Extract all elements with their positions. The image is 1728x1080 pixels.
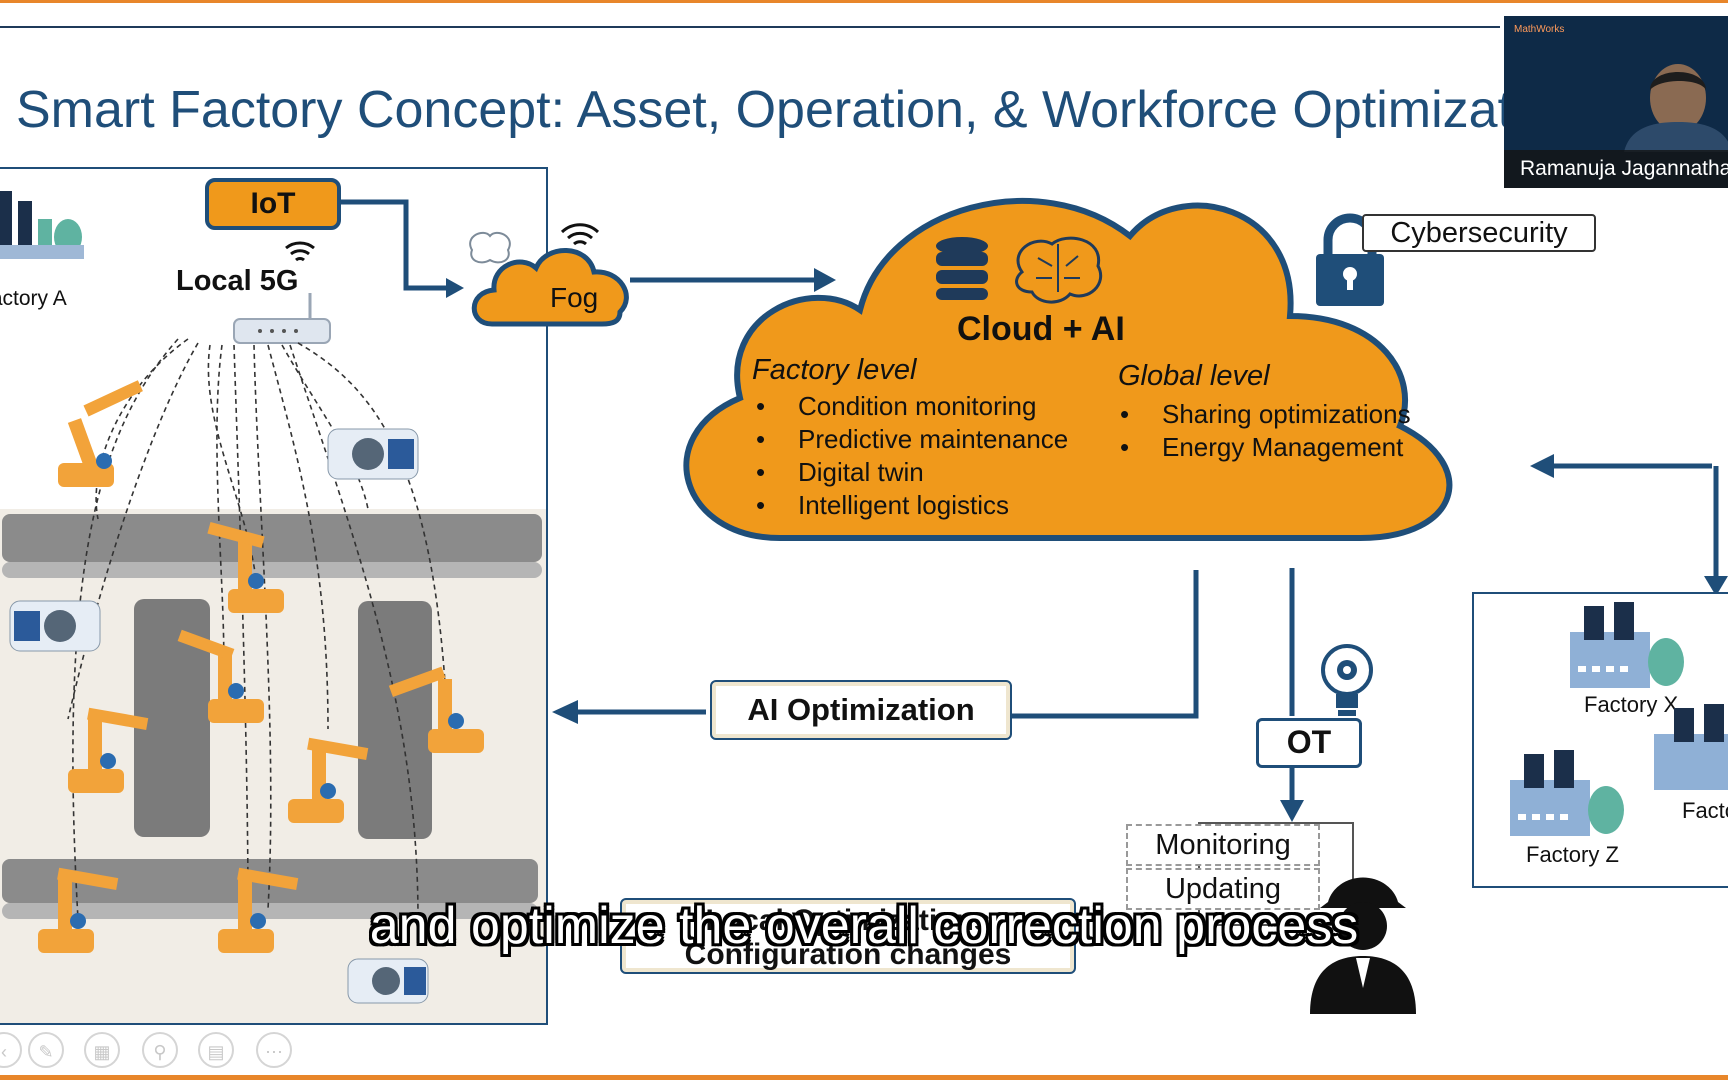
conveyor-right-vertical	[358, 601, 432, 839]
lightbulb-icon	[1321, 644, 1373, 716]
factory-a-label: Factory A	[0, 287, 67, 310]
local-optimizations-box: Local Optimizations Configuration change…	[620, 898, 1076, 974]
fog-label: Fog	[550, 282, 599, 313]
factory-y-label: Factory Y	[1682, 798, 1728, 823]
slide-title: Smart Factory Concept: Asset, Operation,…	[16, 81, 1582, 139]
factory-z-label: Factory Z	[1526, 842, 1619, 867]
participant-name: Ramanuja Jagannathan	[1504, 150, 1728, 188]
list-item: Condition monitoring	[752, 390, 1068, 423]
zoom-icon[interactable]: ⚲	[142, 1032, 178, 1068]
factory-icon	[1654, 704, 1728, 790]
ai-optimization-box: AI Optimization	[710, 680, 1012, 740]
local-optimizations-label: Local Optimizations	[705, 904, 991, 937]
fog-cloud-icon	[471, 248, 629, 327]
factory-icon	[1510, 750, 1624, 836]
bottom-accent-bar	[0, 1075, 1728, 1080]
robot-arms	[9, 380, 484, 1004]
configuration-changes-label: Configuration changes	[684, 938, 1012, 971]
pen-icon[interactable]: ✎	[28, 1032, 64, 1068]
monitoring-label: Monitoring	[1126, 824, 1320, 866]
conveyor-bottom-base	[2, 903, 538, 919]
ot-box: OT	[1256, 718, 1362, 768]
factory-icon	[1570, 602, 1684, 688]
wifi-icon	[285, 241, 315, 262]
router-icon	[233, 293, 331, 344]
list-item: Predictive maintenance	[752, 423, 1068, 456]
avatar	[1624, 64, 1728, 152]
factory-icon	[0, 191, 84, 259]
factory-level-heading: Factory level	[752, 354, 917, 386]
list-item: Sharing optimizations	[1116, 398, 1411, 431]
factory-a-panel: Factory A Local 5G	[0, 167, 548, 1025]
title-divider	[0, 26, 1500, 28]
worker-icon	[1310, 877, 1416, 1014]
list-item: Digital twin	[752, 456, 1068, 489]
global-level-list: Sharing optimizations Energy Management	[1116, 398, 1411, 464]
top-accent-bar	[0, 0, 1728, 3]
caption-text: and optimize the overall correction proc…	[369, 897, 1359, 955]
brain-icon	[1015, 236, 1103, 304]
conveyor-top-base	[2, 562, 542, 578]
cybersecurity-label: Cybersecurity	[1362, 214, 1596, 252]
subtitles-icon[interactable]: ▤	[198, 1032, 234, 1068]
conveyor-top	[2, 514, 542, 562]
list-item: Intelligent logistics	[752, 489, 1068, 522]
global-factories-panel: Factory X Factory Y Factory Z	[1472, 592, 1728, 888]
iot-box: IoT	[205, 178, 341, 230]
updating-label: Updating	[1126, 868, 1320, 910]
list-item: Energy Management	[1116, 431, 1411, 464]
more-icon[interactable]: ⋯	[256, 1032, 292, 1068]
factory-x-label: Factory X	[1584, 692, 1679, 717]
local-5g-label: Local 5G	[176, 265, 299, 297]
brain-icon-small	[469, 231, 511, 264]
database-icon	[936, 237, 988, 300]
factory-level-list: Condition monitoring Predictive maintena…	[752, 390, 1068, 522]
global-level-heading: Global level	[1118, 360, 1270, 392]
brand-logo: MathWorks	[1514, 24, 1565, 35]
cloud-ai-title: Cloud + AI	[957, 310, 1125, 348]
wifi-icon	[560, 223, 600, 246]
speaker-video-tile[interactable]: MathWorks Ramanuja Jagannathan	[1504, 16, 1728, 188]
slides-icon[interactable]: ▦	[84, 1032, 120, 1068]
